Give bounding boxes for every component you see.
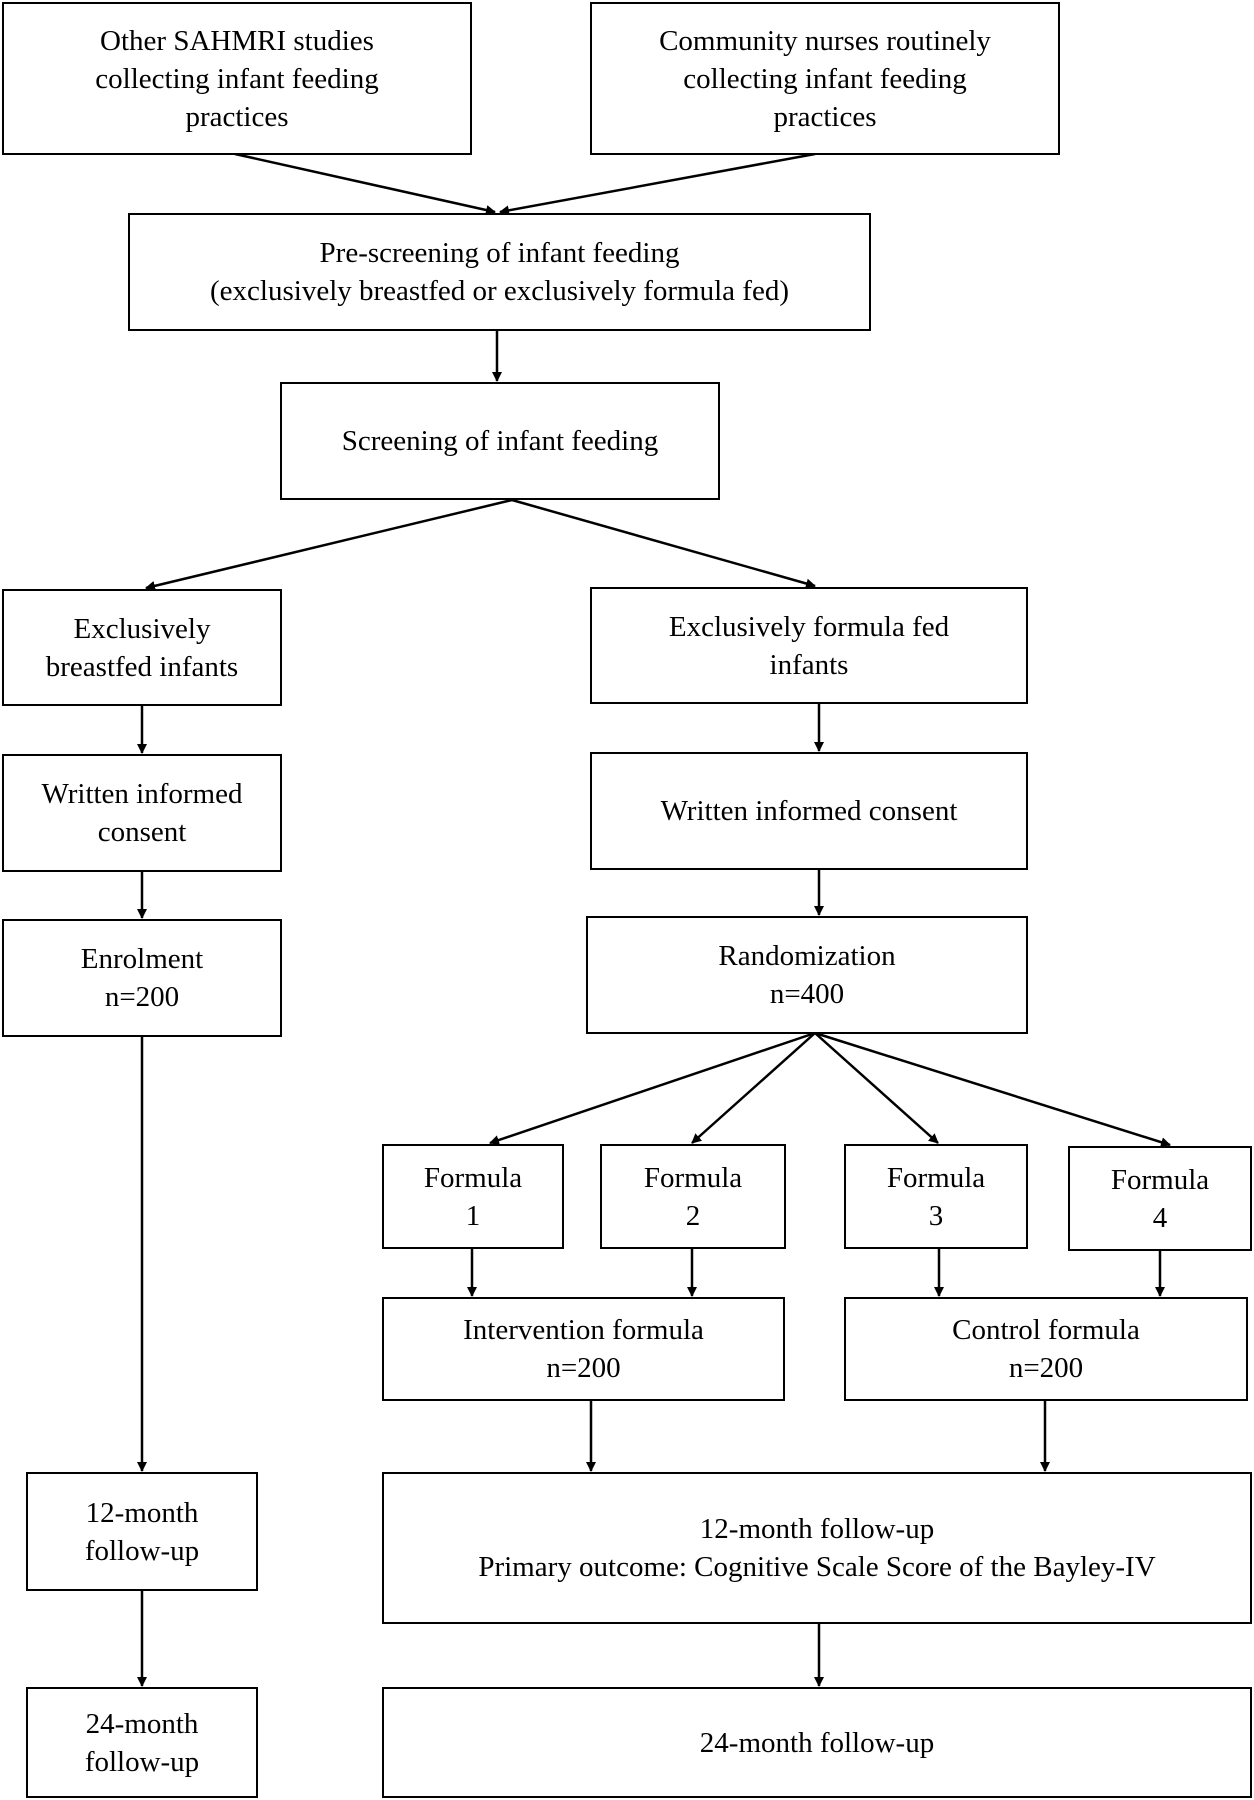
- formula-4-box: Formula 4: [1068, 1146, 1252, 1251]
- arrow-randomization-to-formula1: [489, 1031, 816, 1145]
- arrow-screening-to-formula-fed: [511, 498, 816, 589]
- source-sahmri-box: Other SAHMRI studies collecting infant f…: [2, 2, 472, 155]
- consent-right-box: Written informed consent: [590, 752, 1028, 870]
- followup-12-month-right-box: 12-month follow-up Primary outcome: Cogn…: [382, 1472, 1252, 1624]
- source-nurses-box: Community nurses routinely collecting in…: [590, 2, 1060, 155]
- formula-fed-infants-box: Exclusively formula fed infants: [590, 587, 1028, 704]
- arrow-nurses-to-prescreening: [499, 152, 816, 216]
- randomization-box: Randomization n=400: [586, 916, 1028, 1034]
- followup-24-month-left-box: 24-month follow-up: [26, 1687, 258, 1798]
- followup-24-month-right-box: 24-month follow-up: [382, 1687, 1252, 1798]
- intervention-formula-box: Intervention formula n=200: [382, 1297, 785, 1401]
- formula-3-box: Formula 3: [844, 1144, 1028, 1249]
- enrolment-box: Enrolment n=200: [2, 919, 282, 1037]
- screening-box: Screening of infant feeding: [280, 382, 720, 500]
- followup-12-month-left-box: 12-month follow-up: [26, 1472, 258, 1591]
- control-formula-box: Control formula n=200: [844, 1297, 1248, 1401]
- formula-1-box: Formula 1: [382, 1144, 564, 1249]
- arrow-sahmri-to-prescreening: [234, 152, 496, 215]
- breastfed-infants-box: Exclusively breastfed infants: [2, 589, 282, 706]
- formula-2-box: Formula 2: [600, 1144, 786, 1249]
- arrow-randomization-to-formula3: [814, 1032, 939, 1144]
- arrow-randomization-to-formula4: [814, 1031, 1171, 1148]
- consent-left-box: Written informed consent: [2, 754, 282, 872]
- arrow-screening-to-breastfed: [145, 498, 513, 591]
- prescreening-box: Pre-screening of infant feeding (exclusi…: [128, 213, 871, 331]
- arrow-randomization-to-formula2: [691, 1032, 816, 1144]
